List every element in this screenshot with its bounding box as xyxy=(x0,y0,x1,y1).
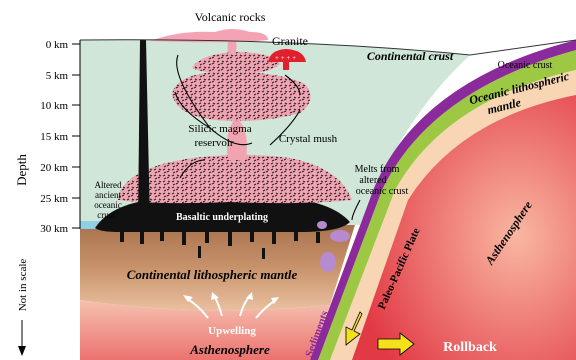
label-volcanic-rocks: Volcanic rocks xyxy=(195,10,266,24)
label-silicic-2: reservoir xyxy=(194,137,233,149)
label-melts-1: Melts from xyxy=(355,164,400,175)
down-arrow-icon xyxy=(18,346,26,356)
label-continental-litho-mantle: Continental lithospheric mantle xyxy=(127,267,298,282)
label-melts-2: altered xyxy=(359,175,386,186)
label-altered-3: oceanic xyxy=(94,200,121,210)
not-in-scale-note: Not in scale xyxy=(17,259,29,312)
label-silicic-1: Silicic magma xyxy=(188,123,251,135)
label-granite: Granite xyxy=(272,34,308,48)
tick-label-20: 20 km xyxy=(40,162,68,174)
label-basaltic-underplating: Basaltic underplating xyxy=(176,212,268,223)
depth-axis-title: Depth xyxy=(14,154,29,186)
label-upwelling: Upwelling xyxy=(208,325,256,337)
tick-label-5: 5 km xyxy=(46,70,69,82)
label-crystal-mush: Crystal mush xyxy=(279,133,338,145)
tick-label-15: 15 km xyxy=(40,131,68,143)
label-altered-4: crust? xyxy=(97,210,119,220)
label-asthenosphere-left: Asthenosphere xyxy=(189,342,270,357)
tick-label-10: 10 km xyxy=(40,100,68,112)
svg-text:+ + + +: + + + + xyxy=(275,54,296,62)
label-rollback: Rollback xyxy=(443,340,497,355)
tick-label-30: 30 km xyxy=(40,223,68,235)
label-altered-1: Altered xyxy=(95,180,122,190)
label-altered-2: ancient xyxy=(95,190,121,200)
label-continental-crust: Continental crust xyxy=(367,49,454,63)
depth-axis: 0 km 5 km 10 km 15 km 20 km 25 km 30 km … xyxy=(14,39,80,356)
tick-label-0: 0 km xyxy=(46,39,69,51)
tick-label-25: 25 km xyxy=(40,193,68,205)
label-melts-3: oceanic crust xyxy=(356,186,409,197)
label-oceanic-crust: Oceanic crust xyxy=(498,60,553,71)
